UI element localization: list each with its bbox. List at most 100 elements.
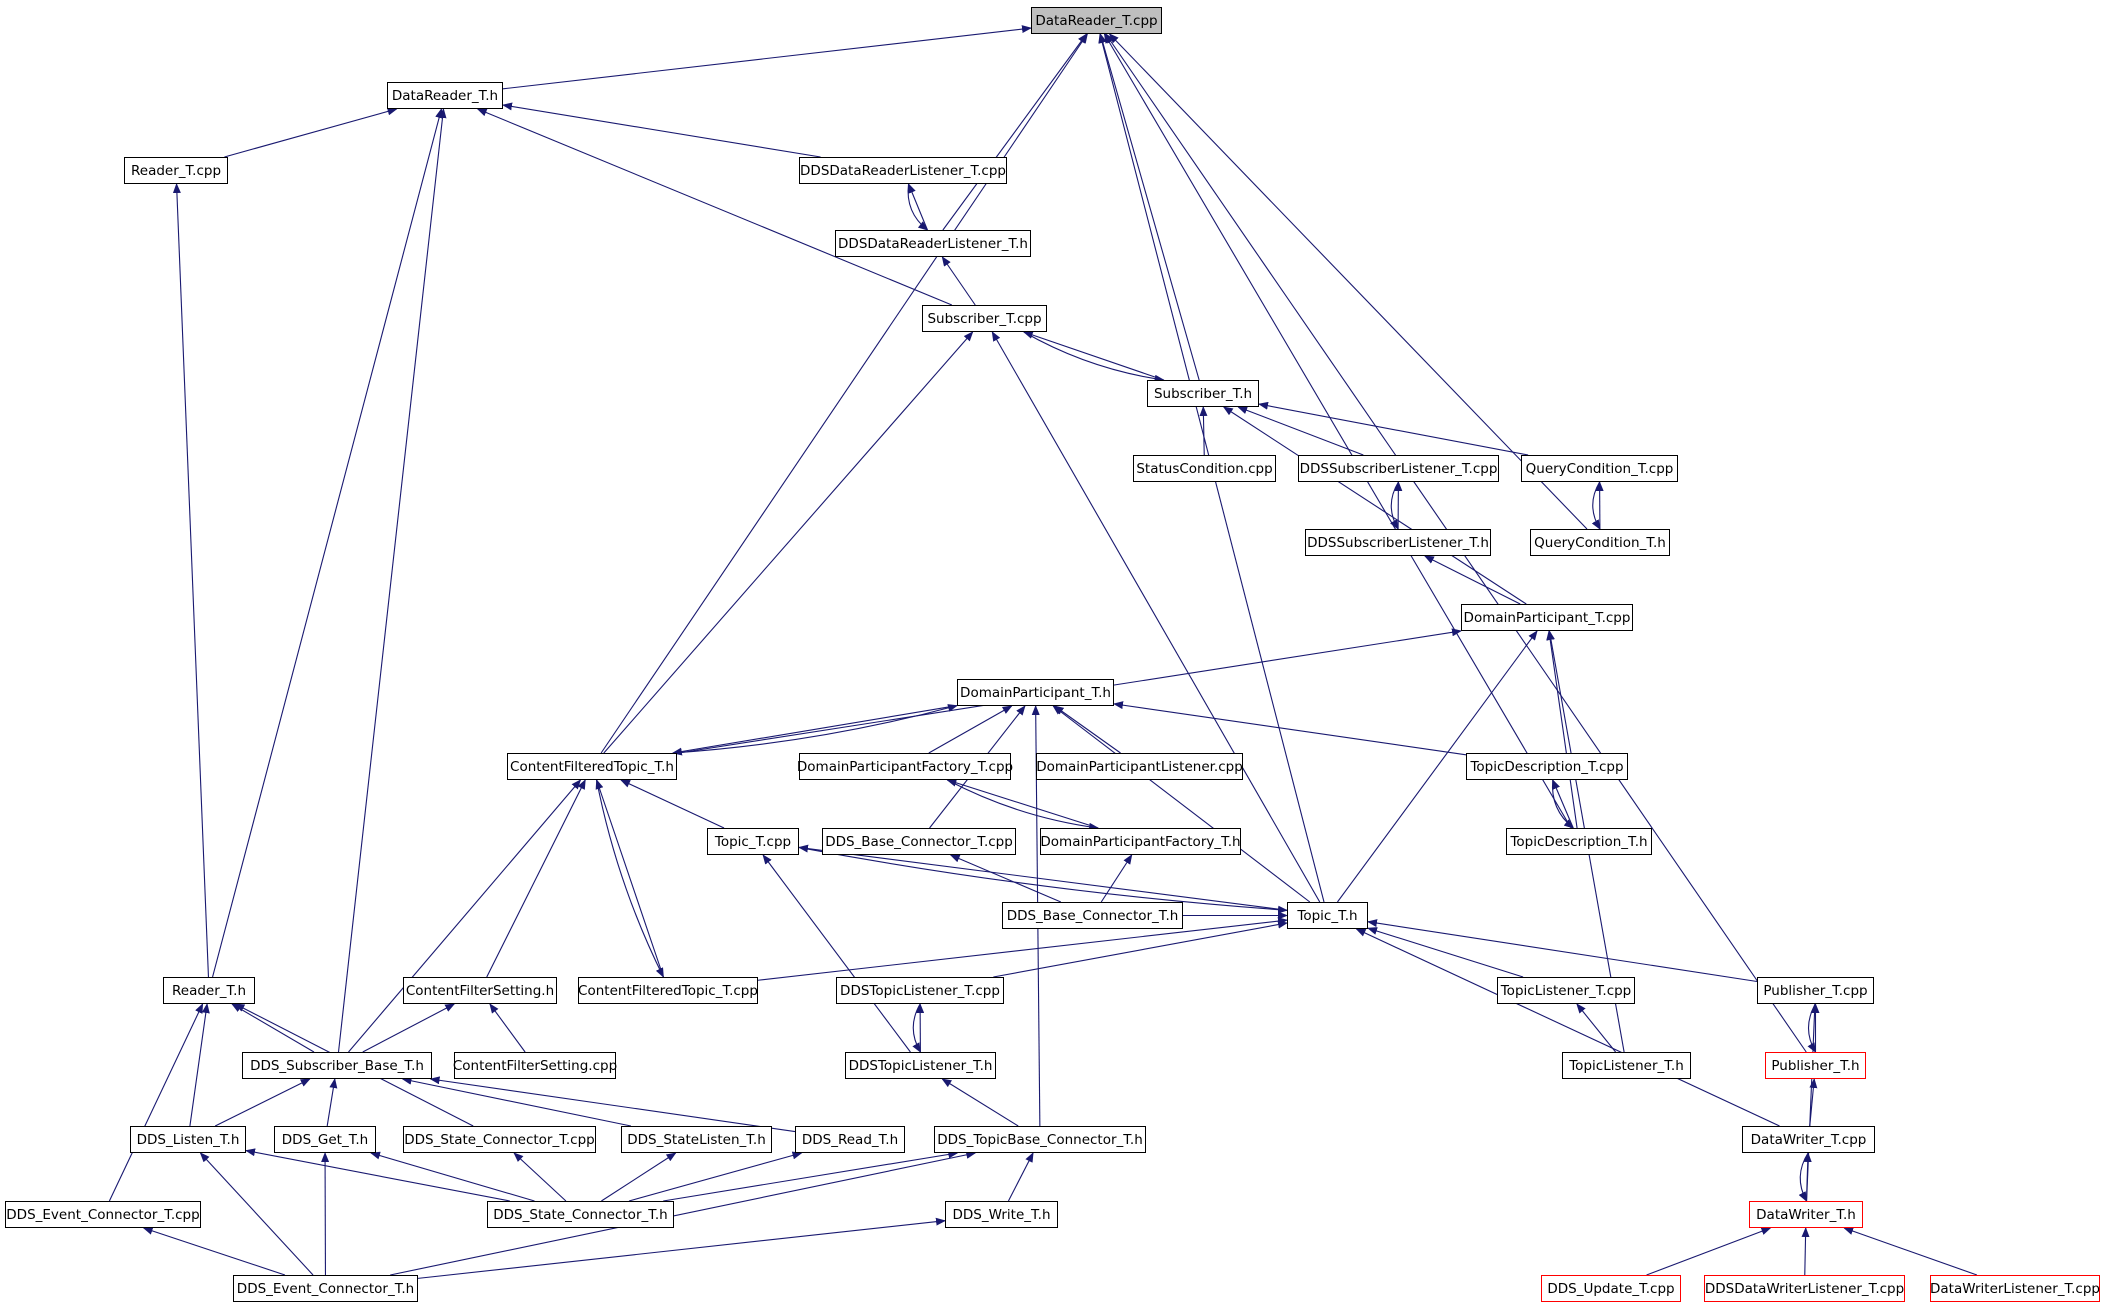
node-tlh[interactable]: TopicListener_T.h	[1562, 1052, 1691, 1079]
node-topich[interactable]: Topic_T.h	[1287, 902, 1368, 929]
node-ddsbccpp[interactable]: DDS_Base_Connector_T.cpp	[822, 828, 1016, 855]
edge-statech-to-geth	[370, 1151, 535, 1202]
edge-ddssublcpp-to-ddssublh	[1390, 481, 1399, 530]
node-pubh[interactable]: Publisher_T.h	[1765, 1052, 1866, 1079]
node-ddstlh[interactable]: DDSTopicListener_T.h	[845, 1052, 996, 1079]
edge-ddssbh-to-readerh	[231, 1003, 315, 1053]
edge-cfth-to-drcpp	[600, 33, 1088, 754]
edge-dph-to-cfth	[671, 705, 958, 756]
edge-eventch-to-listenh	[199, 1152, 314, 1276]
edge-qccpp-to-qch	[1591, 481, 1601, 530]
node-dpfcpp[interactable]: DomainParticipantFactory_T.cpp	[797, 753, 1013, 780]
edge-statelh-to-ddssbh	[401, 1076, 632, 1127]
edge-cfth-to-dph	[672, 704, 958, 754]
node-cfth[interactable]: ContentFilteredTopic_T.h	[507, 753, 677, 780]
node-ddsdrlh[interactable]: DDSDataReaderListener_T.h	[835, 230, 1031, 257]
node-tlcpp[interactable]: TopicListener_T.cpp	[1497, 977, 1635, 1004]
edge-dpfcpp-to-dph	[928, 705, 1013, 754]
edge-pubcpp-to-topich	[1367, 919, 1758, 983]
node-dplcpp[interactable]: DomainParticipantListener.cpp	[1036, 753, 1243, 780]
node-tbch[interactable]: DDS_TopicBase_Connector_T.h	[934, 1126, 1146, 1153]
edge-ddssbh-to-drh	[337, 108, 447, 1053]
edge-ddstlcpp-to-ddstlh	[912, 1003, 921, 1053]
edge-listenh-to-ddssbh	[214, 1078, 311, 1127]
edge-tlcpp-to-topich	[1367, 927, 1524, 978]
node-eventccpp[interactable]: DDS_Event_Connector_T.cpp	[5, 1201, 201, 1228]
edge-statech-to-statelh	[601, 1152, 677, 1202]
node-writeh[interactable]: DDS_Write_T.h	[945, 1201, 1058, 1228]
node-updatecpp[interactable]: DDS_Update_T.cpp	[1541, 1275, 1681, 1302]
edge-readerh-to-drh	[212, 108, 444, 978]
edge-dpcpp-to-subh	[1222, 406, 1527, 605]
edge-ddssbh-to-cfsh	[362, 1003, 456, 1053]
node-readh[interactable]: DDS_Read_T.h	[795, 1126, 905, 1153]
node-drcpp[interactable]: DataReader_T.cpp	[1031, 7, 1162, 34]
node-subcpp[interactable]: Subscriber_T.cpp	[922, 305, 1047, 332]
node-drh[interactable]: DataReader_T.h	[387, 82, 503, 109]
edge-dwcpp-to-pubh	[1809, 1078, 1818, 1127]
edge-dwlcpp-to-dwh	[1843, 1227, 1978, 1276]
node-readerh[interactable]: Reader_T.h	[163, 977, 255, 1004]
node-dpfh[interactable]: DomainParticipantFactory_T.h	[1040, 828, 1241, 855]
node-ddstlcpp[interactable]: DDSTopicListener_T.cpp	[836, 977, 1004, 1004]
node-eventch[interactable]: DDS_Event_Connector_T.h	[233, 1275, 418, 1302]
edge-eventccpp-to-readerh	[108, 1003, 204, 1202]
edge-cfth-to-cftcpp	[596, 779, 664, 978]
edge-eventch-to-eventccpp	[142, 1227, 286, 1276]
node-ddsdrlcpp[interactable]: DDSDataReaderListener_T.cpp	[799, 157, 1007, 184]
node-ddssbh[interactable]: DDS_Subscriber_Base_T.h	[242, 1052, 432, 1079]
node-dpcpp[interactable]: DomainParticipant_T.cpp	[1461, 604, 1633, 631]
edge-dpcpp-to-ddssublh	[1423, 555, 1521, 605]
node-ddssublh[interactable]: DDSSubscriberListener_T.h	[1305, 529, 1491, 556]
edge-ddsdrlh-to-drcpp	[942, 33, 1088, 231]
edge-qccpp-to-subh	[1258, 401, 1529, 456]
node-tdcpp[interactable]: TopicDescription_T.cpp	[1466, 753, 1628, 780]
edge-subcpp-to-drh	[476, 108, 953, 306]
node-subh[interactable]: Subscriber_T.h	[1147, 380, 1259, 407]
edge-ddsdrlcpp-to-drh	[502, 102, 821, 158]
edge-cftcpp-to-topich	[757, 917, 1288, 981]
edge-subcpp-to-subh	[1023, 331, 1165, 383]
node-cftcpp[interactable]: ContentFilteredTopic_T.cpp	[578, 977, 758, 1004]
edge-writeh-to-tbch	[1007, 1152, 1034, 1202]
node-ddssublcpp[interactable]: DDSSubscriberListener_T.cpp	[1298, 455, 1499, 482]
node-rcpp[interactable]: Reader_T.cpp	[124, 157, 228, 184]
edge-ddsdrlcpp-to-ddsdrlh	[907, 183, 929, 231]
edge-listenh-to-readerh	[189, 1003, 210, 1127]
node-topiccpp[interactable]: Topic_T.cpp	[707, 828, 799, 855]
edge-dwcpp-to-topich	[1355, 928, 1780, 1127]
node-qccpp[interactable]: QueryCondition_T.cpp	[1521, 455, 1678, 482]
edge-subh-to-drcpp	[1098, 33, 1200, 381]
node-stateccpp[interactable]: DDS_State_Connector_T.cpp	[403, 1126, 596, 1153]
edge-tbch-to-ddstlh	[941, 1078, 1019, 1127]
node-cfscpp[interactable]: ContentFilterSetting.cpp	[453, 1052, 617, 1079]
node-tdh[interactable]: TopicDescription_T.h	[1506, 828, 1652, 855]
node-dwlcpp[interactable]: DataWriterListener_T.cpp	[1930, 1275, 2100, 1302]
edge-updatecpp-to-dwh	[1646, 1227, 1772, 1276]
node-geth[interactable]: DDS_Get_T.h	[274, 1126, 376, 1153]
edge-topich-to-dpcpp	[1336, 630, 1538, 903]
edge-ddsdwlcpp-to-dwh	[1801, 1227, 1810, 1276]
node-qch[interactable]: QueryCondition_T.h	[1530, 529, 1670, 556]
node-statech[interactable]: DDS_State_Connector_T.h	[487, 1201, 674, 1228]
node-dph[interactable]: DomainParticipant_T.h	[957, 679, 1114, 706]
node-dwh[interactable]: DataWriter_T.h	[1749, 1201, 1863, 1228]
edge-subcpp-to-ddsdrlh	[941, 256, 976, 306]
node-ddsdwlcpp[interactable]: DDSDataWriterListener_T.cpp	[1704, 1275, 1905, 1302]
edge-statech-to-stateccpp	[513, 1152, 567, 1202]
node-pubcpp[interactable]: Publisher_T.cpp	[1757, 977, 1874, 1004]
node-statelh[interactable]: DDS_StateListen_T.h	[621, 1126, 772, 1153]
edge-topiccpp-to-cfth	[620, 779, 725, 829]
node-listenh[interactable]: DDS_Listen_T.h	[130, 1126, 246, 1153]
node-cfsh[interactable]: ContentFilterSetting.h	[403, 977, 557, 1004]
edge-topich-to-dph	[1052, 705, 1311, 903]
edge-ddsbch-to-dpfh	[1100, 854, 1133, 903]
node-statcpp[interactable]: StatusCondition.cpp	[1133, 455, 1276, 482]
edge-statech-to-readh	[628, 1151, 803, 1202]
edge-qch-to-drcpp	[1108, 33, 1588, 530]
node-ddsbch[interactable]: DDS_Base_Connector_T.h	[1002, 902, 1183, 929]
edge-cftcpp-to-cfth	[595, 779, 664, 978]
node-dwcpp[interactable]: DataWriter_T.cpp	[1742, 1126, 1875, 1153]
edge-dplcpp-to-dph	[1053, 705, 1121, 754]
